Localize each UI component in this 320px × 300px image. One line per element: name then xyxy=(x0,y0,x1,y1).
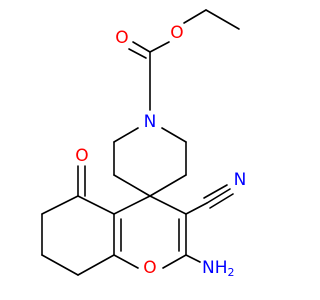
bond-spiro-c3-pyran xyxy=(149,195,187,215)
atom-carbonyl-oxygen: O xyxy=(115,28,128,48)
bond-c2-amine xyxy=(185,254,201,263)
bond-n-c6 xyxy=(161,127,187,143)
atom-ester-oxygen: O xyxy=(170,23,183,43)
bond-nitrile-triple-3 xyxy=(209,193,234,209)
bond-c8-c8a xyxy=(77,254,115,276)
bond-c2-ring-oxygen xyxy=(162,254,187,269)
bond-c4a-spiro xyxy=(113,195,151,215)
bond-c3-spiro xyxy=(113,174,151,197)
bond-c7-c8 xyxy=(41,254,79,276)
amine-symbol: NH xyxy=(202,258,228,278)
amine-subscript: 2 xyxy=(228,266,235,279)
molecule-structure: O O N O N O NH2 xyxy=(0,0,300,300)
bond-carbonyl-double-2 xyxy=(128,48,147,59)
bond-c5-c6 xyxy=(41,195,79,215)
bond-n-c2 xyxy=(113,127,139,143)
atom-piperidine-nitrogen: N xyxy=(144,112,157,132)
bond-ethyl-ch3-ch2 xyxy=(205,9,240,30)
atom-ketone-oxygen: O xyxy=(75,146,88,166)
bond-carbonyl-double-1 xyxy=(132,41,151,53)
bond-nitrile-triple-2 xyxy=(203,184,228,199)
bond-c5-spiro xyxy=(149,174,187,197)
bond-ch2-ester-oxygen xyxy=(183,9,207,24)
atom-ring-oxygen: O xyxy=(143,258,156,278)
atom-nitrile-nitrogen: N xyxy=(234,170,247,190)
bond-ester-oxygen-carbonyl-carbon xyxy=(149,41,170,53)
atom-amine: NH2 xyxy=(202,258,235,279)
bond-nitrile-triple-1 xyxy=(206,188,231,204)
canvas-background xyxy=(0,0,300,300)
bond-c3-nitrile-carbon xyxy=(185,202,208,215)
bond-c4a-c5 xyxy=(77,195,115,215)
bond-ring-oxygen-c8a xyxy=(113,254,139,269)
